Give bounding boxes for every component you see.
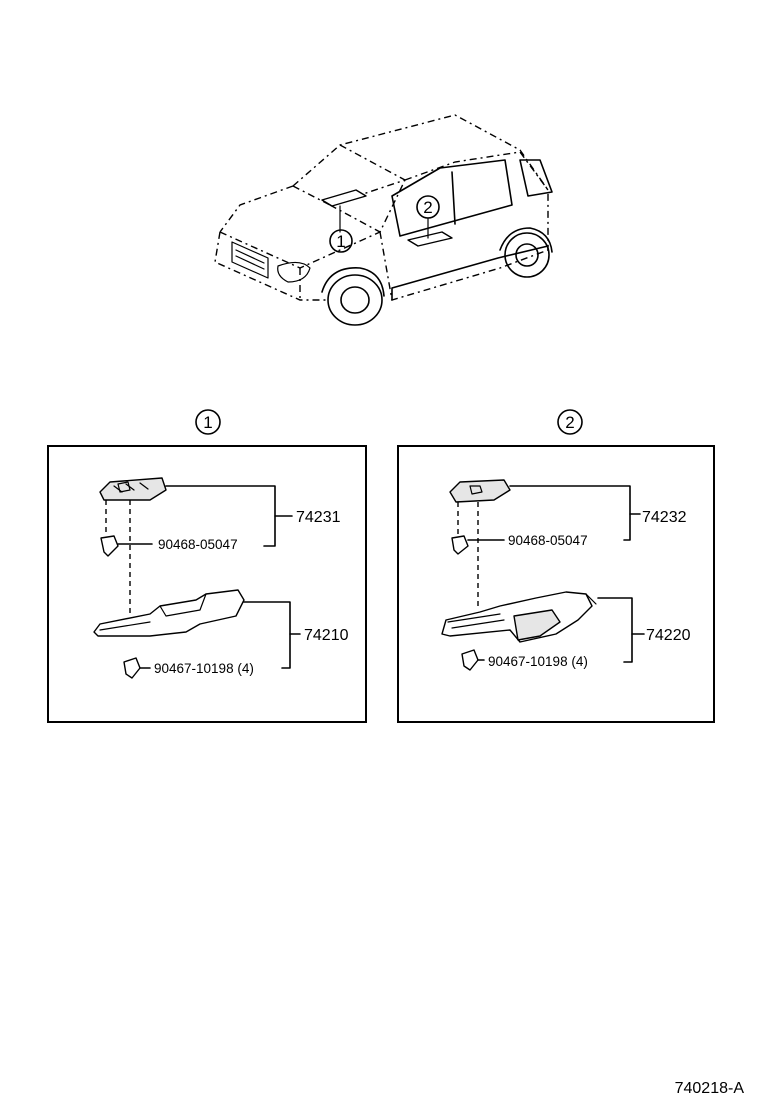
panel-1-screw-a (100, 535, 119, 557)
panel-2-screw-b (461, 649, 479, 671)
part-label-90467-10198-b: 90467-10198 (4) (488, 654, 588, 669)
panel-2-frame (397, 445, 715, 723)
panel-2-callout: 2 (565, 413, 574, 432)
panel-1-screw-b (123, 657, 141, 679)
vehicle-callout-1: 1 (329, 229, 353, 253)
part-label-90467-10198-a: 90467-10198 (4) (154, 661, 254, 676)
vehicle-callout-2-label: 2 (423, 198, 432, 217)
panel-1: 1 74231 90468-05047 74210 90467-10198 (47, 409, 367, 723)
part-label-74210: 74210 (304, 627, 349, 644)
panel-1-callout: 1 (203, 413, 212, 432)
panel-2-screw-a (451, 535, 469, 555)
vehicle-illustration (214, 114, 553, 326)
part-label-90468-05047-b: 90468-05047 (508, 533, 588, 548)
panel-1-frame (47, 445, 367, 723)
vehicle-callout-1-label: 1 (336, 232, 345, 251)
part-label-74232: 74232 (642, 509, 687, 526)
panel-2-switch-base (449, 479, 511, 503)
panel-2: 2 74232 90468-05047 74220 90467-10198 (397, 409, 715, 723)
panel-2-armrest (441, 591, 597, 643)
panel-1-armrest (93, 589, 245, 637)
part-label-74220: 74220 (646, 627, 691, 644)
vehicle-callout-2: 2 (416, 195, 440, 219)
diagram-reference-number: 740218-A (675, 1080, 745, 1097)
part-label-74231: 74231 (296, 509, 341, 526)
part-label-90468-05047-a: 90468-05047 (158, 537, 238, 552)
panel-1-switch-base (99, 477, 167, 501)
